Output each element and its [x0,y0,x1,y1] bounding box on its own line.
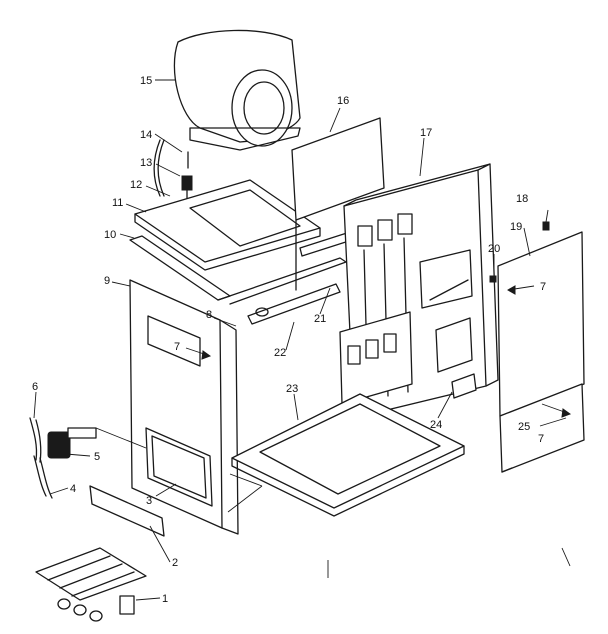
callout-1: 1 [162,593,168,605]
callout-19: 19 [510,221,522,233]
callout-25: 25 [518,421,530,433]
callout-15: 15 [140,75,152,87]
callout-22: 22 [274,347,286,359]
callout-7-lower: 7 [538,433,544,445]
bottom-bracket [451,373,477,399]
callout-3: 3 [146,495,152,507]
bottom-tray [231,393,465,517]
callout-14: 14 [140,129,152,141]
top-panel [134,179,321,271]
side-shield-panel [291,117,385,291]
callout-9: 9 [104,275,110,287]
callout-2: 2 [172,557,178,569]
callout-4: 4 [70,483,76,495]
right-side-panel [497,231,585,473]
callout-20: 20 [488,243,500,255]
gas-valve [47,427,97,459]
callout-5: 5 [94,451,100,463]
filter-rail [129,235,347,305]
callout-10: 10 [104,229,116,241]
screw [542,221,550,231]
callout-8: 8 [206,309,212,321]
callout-6: 6 [32,381,38,393]
callout-7-left: 7 [174,341,180,353]
cabinet-panel [129,279,239,535]
heat-exchanger [339,163,499,419]
wire-harness [29,417,53,499]
callout-16: 16 [337,95,349,107]
callout-17: 17 [420,127,432,139]
direction-arrows [185,285,572,418]
base-bracket [89,485,165,537]
callout-7-right: 7 [540,281,546,293]
callout-13: 13 [140,157,152,169]
callout-12: 12 [130,179,142,191]
blower-housing [173,29,301,151]
burner-assembly [35,547,147,622]
callout-labels: 15 16 17 14 13 12 11 10 9 8 7 21 22 23 2… [32,75,546,605]
callout-24: 24 [430,419,442,431]
leader-lines [33,79,571,601]
callout-18: 18 [516,193,528,205]
callout-23: 23 [286,383,298,395]
limit-switch [489,275,497,283]
callout-11: 11 [112,197,123,209]
callout-21: 21 [314,313,326,325]
